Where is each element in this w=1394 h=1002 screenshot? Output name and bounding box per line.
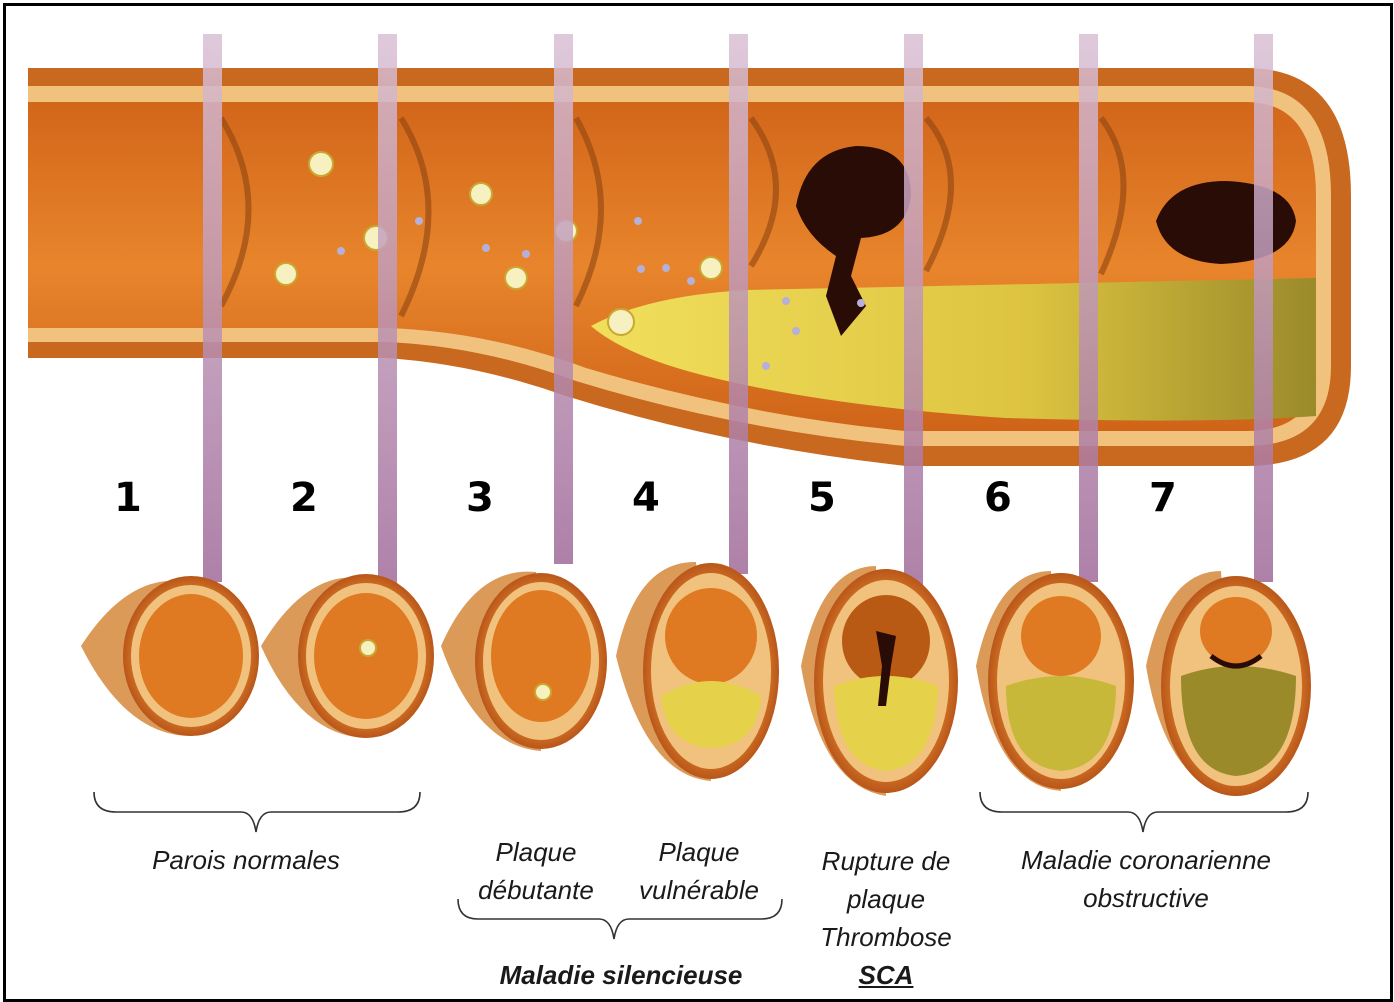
label-vulnerable-plaque-line2: vulnérable <box>624 871 774 909</box>
label-obstructive-disease: Maladie coronarienne obstructive <box>986 841 1306 917</box>
cross-section-4 <box>616 562 779 781</box>
stage-number-5: 5 <box>808 478 836 518</box>
cross-section-5 <box>801 566 958 796</box>
label-early-plaque: Plaque débutante <box>461 833 611 909</box>
label-early-plaque-line1: Plaque <box>461 833 611 871</box>
label-rupture-line1: Rupture de <box>801 842 971 880</box>
label-early-plaque-line2: débutante <box>461 871 611 909</box>
cross-section-2 <box>261 574 434 738</box>
stage-number-3: 3 <box>466 478 494 518</box>
brace-obstructive <box>980 792 1308 832</box>
label-obstructive-line2: obstructive <box>986 879 1306 917</box>
stage-number-1: 1 <box>114 478 142 518</box>
cross-sections <box>81 562 1311 796</box>
label-rupture-line2: plaque <box>801 880 971 918</box>
brace-normal <box>94 792 420 832</box>
label-acs: SCA <box>801 956 971 994</box>
label-obstructive-line1: Maladie coronarienne <box>986 841 1306 879</box>
cross-section-7 <box>1146 571 1311 796</box>
label-silent-disease: Maladie silencieuse <box>471 956 771 994</box>
label-normal-walls: Parois normales <box>116 841 376 879</box>
longitudinal-artery <box>28 68 1351 466</box>
label-rupture-line3: Thrombose <box>801 918 971 956</box>
stage-number-2: 2 <box>290 478 318 518</box>
stage-number-7: 7 <box>1149 478 1177 518</box>
label-vulnerable-plaque: Plaque vulnérable <box>624 833 774 909</box>
cross-section-6 <box>976 571 1134 791</box>
diagram-frame: 1 2 3 4 5 6 7 Parois normales Plaque déb… <box>3 3 1393 1002</box>
cross-section-1 <box>81 576 259 736</box>
cross-section-3 <box>441 572 607 751</box>
stage-number-6: 6 <box>984 478 1012 518</box>
label-vulnerable-plaque-line1: Plaque <box>624 833 774 871</box>
stage-number-4: 4 <box>632 478 660 518</box>
label-plaque-rupture: Rupture de plaque Thrombose SCA <box>801 842 971 994</box>
